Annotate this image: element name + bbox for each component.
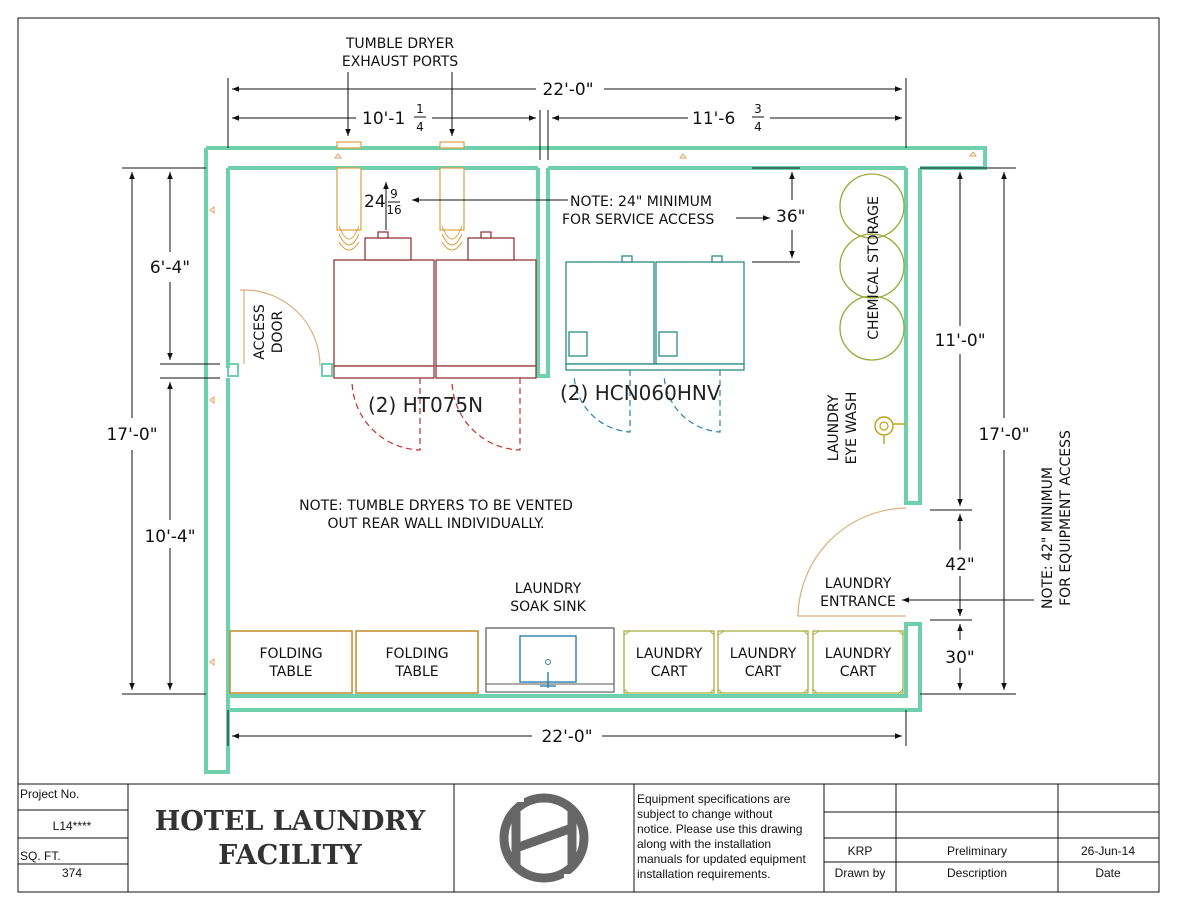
dryer-2 xyxy=(435,259,537,367)
folding-table-1: FOLDING TABLE xyxy=(229,630,353,694)
exhaust-label-line1: TUMBLE DRYER xyxy=(345,36,455,52)
dim-clearance-numerator: 9 xyxy=(390,187,398,201)
title-block: Project No. L14**** SQ. FT. 374 HOTEL LA… xyxy=(18,783,1159,892)
folding-table-2-line1: FOLDING xyxy=(385,646,448,662)
cart-1-line2: CART xyxy=(651,664,688,680)
disclaimer-line4: along with the installation xyxy=(637,837,771,851)
left-dimensions: 17'-0" 6'-4" 10'-4" xyxy=(106,167,220,695)
eyewash-label-line2: EYE WASH xyxy=(844,392,860,465)
dryer-model-label: (2) HT075N xyxy=(368,393,483,417)
eyewash-label-line1: LAUNDRY xyxy=(826,394,842,461)
laundry-cart-1: LAUNDRY CART xyxy=(623,630,715,694)
dim-right-overall: 17'-0" xyxy=(978,425,1029,445)
folding-table-1-line1: FOLDING xyxy=(259,646,322,662)
bottom-dimension: 22'-0" xyxy=(227,710,907,747)
dim-clearance-denominator: 16 xyxy=(386,203,401,217)
washer-model-label: (2) HCN060HNV xyxy=(560,381,721,405)
service-access-note: NOTE: 24" MINIMUM FOR SERVICE ACCESS 36" xyxy=(412,167,805,263)
disclaimer-line3: notice. Please use this drawing xyxy=(637,822,802,836)
top-dimensions: 22'-0" 10'-1 1 4 11'-6 3 4 xyxy=(227,78,907,160)
access-door-label-line2: DOOR xyxy=(270,310,286,353)
cart-1-line1: LAUNDRY xyxy=(636,646,703,662)
cart-2-line2: CART xyxy=(745,664,782,680)
cart-3-line1: LAUNDRY xyxy=(825,646,892,662)
dryer-1 xyxy=(333,259,435,367)
sheet-border xyxy=(17,17,1160,893)
drawing-title-line2: FACILITY xyxy=(218,840,362,871)
laundry-entrance: LAUNDRY ENTRANCE NOTE: 42" MINIMUM FOR E… xyxy=(797,430,1074,617)
dim-top-left: 10'-1 xyxy=(362,109,405,129)
dim-top-right-numerator: 3 xyxy=(754,102,762,116)
drawing-title-line1: HOTEL LAUNDRY xyxy=(155,806,426,837)
dim-service: 36" xyxy=(776,207,805,227)
cart-2-line1: LAUNDRY xyxy=(730,646,797,662)
drawn-by-value: KRP xyxy=(848,844,873,858)
dim-top-left-numerator: 1 xyxy=(416,102,424,116)
service-note-line2: FOR SERVICE ACCESS xyxy=(562,212,714,228)
disclaimer-line1: Equipment specifications are xyxy=(637,792,791,806)
dim-left-overall: 17'-0" xyxy=(106,425,157,445)
equip-note-line1: NOTE: 42" MINIMUM xyxy=(1040,467,1056,609)
service-note-line1: NOTE: 24" MINIMUM xyxy=(570,194,712,210)
dim-left-upper: 6'-4" xyxy=(150,258,190,278)
description-label: Description xyxy=(947,866,1007,880)
disclaimer-line5: manuals for updated equipment xyxy=(637,852,806,866)
access-door-label-line1: ACCESS xyxy=(252,304,268,360)
chemical-storage-label: CHEMICAL STORAGE xyxy=(866,196,882,340)
project-number-label: Project No. xyxy=(20,787,79,801)
access-door: ACCESS DOOR xyxy=(240,289,321,367)
disclaimer-line6: installation requirements. xyxy=(637,867,770,881)
tumble-dryers: 24 9 16 (2) HT075N xyxy=(333,167,537,451)
right-dimensions: 11'-0" 17'-0" 42" 30" xyxy=(920,167,1030,695)
chemical-storage: CHEMICAL STORAGE xyxy=(839,173,905,361)
vent-note-line1: NOTE: TUMBLE DRYERS TO BE VENTED xyxy=(299,498,573,514)
date-value: 26-Jun-14 xyxy=(1081,844,1135,858)
sqft-label: SQ. FT. xyxy=(20,849,61,863)
dim-right-upper: 11'-0" xyxy=(934,331,985,351)
description-value: Preliminary xyxy=(947,844,1007,858)
laundry-cart-3: LAUNDRY CART xyxy=(812,630,904,694)
disclaimer-line2: subject to change without xyxy=(637,807,773,821)
dim-top-right: 11'-6 xyxy=(692,109,735,129)
project-number-value: L14**** xyxy=(53,819,92,833)
soak-sink: LAUNDRY SOAK SINK xyxy=(485,581,615,693)
vent-note: NOTE: TUMBLE DRYERS TO BE VENTED OUT REA… xyxy=(299,498,573,532)
dim-left-lower: 10'-4" xyxy=(144,527,195,547)
dim-overall-top: 22'-0" xyxy=(542,80,593,100)
company-logo-icon xyxy=(499,790,589,886)
equip-note-line2: FOR EQUIPMENT ACCESS xyxy=(1058,430,1074,606)
dim-overall-bottom: 22'-0" xyxy=(541,727,592,747)
folding-table-2: FOLDING TABLE xyxy=(355,630,479,694)
date-label: Date xyxy=(1095,866,1121,880)
eye-wash-station: LAUNDRY EYE WASH xyxy=(826,392,906,465)
sink-label-line2: SOAK SINK xyxy=(510,599,586,615)
dim-clearance: 24 xyxy=(364,192,386,212)
cart-3-line2: CART xyxy=(840,664,877,680)
entrance-label-line2: ENTRANCE xyxy=(820,594,896,610)
sqft-value: 374 xyxy=(62,866,82,880)
dim-right-bottom: 30" xyxy=(945,648,974,668)
dim-top-left-denominator: 4 xyxy=(416,120,424,134)
drawn-by-label: Drawn by xyxy=(835,866,886,880)
folding-table-2-line2: TABLE xyxy=(394,664,438,680)
vent-note-line2: OUT REAR WALL INDIVIDUALLY. xyxy=(327,516,544,532)
entrance-label-line1: LAUNDRY xyxy=(825,576,892,592)
sink-label-line1: LAUNDRY xyxy=(515,581,582,597)
laundry-cart-2: LAUNDRY CART xyxy=(717,630,809,694)
dim-top-right-denominator: 4 xyxy=(754,120,762,134)
folding-table-1-line2: TABLE xyxy=(268,664,312,680)
exhaust-ports-callout: TUMBLE DRYER EXHAUST PORTS xyxy=(336,36,465,149)
exhaust-label-line2: EXHAUST PORTS xyxy=(342,54,458,70)
washer-extractors: (2) HCN060HNV xyxy=(560,255,745,433)
dim-right-entry: 42" xyxy=(945,555,974,575)
